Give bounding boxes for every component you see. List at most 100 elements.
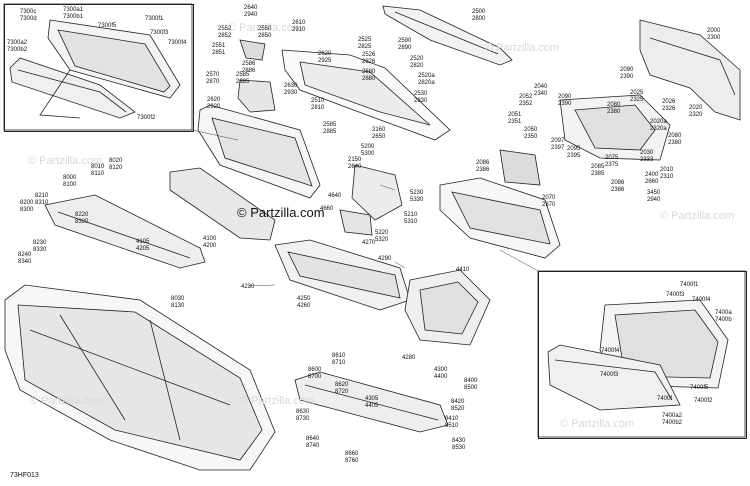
inset-frame-bottom-right — [538, 271, 747, 439]
callout-3450: 3450 2940 — [647, 190, 661, 203]
fender-2000 — [639, 19, 741, 121]
callout-8240: 8240 8340 — [18, 252, 32, 265]
callout-8400: 8400 8500 — [464, 378, 478, 391]
door-panel-2010 — [439, 177, 561, 259]
callout-8640: 8640 8740 — [306, 436, 320, 449]
watermark-faint: © Partzilla.com — [28, 155, 103, 167]
callout-5220: 5220 5320 — [375, 230, 389, 243]
callout-4660: 4660 — [320, 206, 334, 212]
callout-7400f3: 7400f3 — [666, 292, 685, 298]
callout-8420: 8420 8520 — [451, 399, 465, 412]
upper-door-frame — [237, 39, 451, 141]
watermark-faint: © Partzilla.com — [228, 22, 303, 34]
callout-2090: 2090 2390 — [620, 67, 634, 80]
callout-5200: 5200 5300 — [361, 144, 375, 157]
callout-8030: 8030 8130 — [171, 296, 185, 309]
callout-2026: 2026 2326 — [662, 99, 676, 112]
callout-2086b: 2086 2386 — [611, 180, 625, 193]
callout-7300f2: 7300f2 — [137, 115, 156, 121]
callout-2525: 2525 2825 — [358, 37, 372, 50]
callout-2010: 2010 2310 — [660, 167, 674, 180]
rail-8400 — [294, 371, 449, 433]
door-assembly-top-left — [9, 19, 181, 119]
callout-4305: 4305 4405 — [365, 396, 379, 409]
callout-8230: 8230 8330 — [33, 240, 47, 253]
watermark-faint: © Partzilla.com — [560, 418, 635, 430]
callout-8210: 8210 8310 — [35, 193, 49, 206]
callout-7300f4: 7300f4 — [168, 40, 187, 46]
callout-2550: 2550 2850 — [258, 26, 272, 39]
callout-2570: 2570 2870 — [206, 72, 220, 85]
callout-2050: 2050 2350 — [524, 127, 538, 140]
callout-2051: 2051 2351 — [508, 112, 522, 125]
rocker-panel-4100 — [169, 167, 276, 241]
callout-2080b: 2080 2380 — [668, 133, 682, 146]
callout-7400f4: 7400f4 — [692, 297, 711, 303]
callout-2590: 2590 2890 — [398, 38, 412, 51]
callout-2630: 2630 2930 — [284, 83, 298, 96]
callout-2586: 2586 2886 — [242, 61, 256, 74]
callout-7300f1: 7300f1 — [145, 16, 164, 22]
callout-2510: 2510 2810 — [311, 98, 325, 111]
callout-4100: 4100 4200 — [203, 236, 217, 249]
callout-2052: 2052 2352 — [519, 94, 533, 107]
watermark-main: © Partzilla.com — [237, 205, 325, 220]
callout-7400a: 7400a 7400b — [715, 310, 732, 323]
callout-7400f4b: 7400f4 — [601, 348, 620, 354]
callout-4250: 4250 4260 — [297, 296, 311, 309]
rail-8000 — [44, 194, 206, 269]
callout-2020: 2020 2320 — [689, 105, 703, 118]
callout-2552: 2552 2852 — [218, 26, 232, 39]
callout-8600: 8600 8700 — [308, 367, 322, 380]
callout-2075: 2075 2375 — [605, 155, 619, 168]
callout-7400f5: 7400f5 — [690, 385, 709, 391]
callout-2620b: 2620 2920 — [207, 97, 221, 110]
floor-pan-4250 — [274, 239, 411, 311]
callout-7300a1: 7300a1 7300b1 — [63, 7, 84, 20]
side-panel-2500 — [382, 5, 513, 66]
callout-4280: 4280 — [402, 355, 416, 361]
callout-2526: 2526 2826 — [362, 52, 376, 65]
diagram-code: 73HF013 — [10, 472, 39, 479]
inset-frame-top-left — [4, 4, 194, 132]
callout-7300f3: 7300f3 — [150, 30, 169, 36]
callout-8410: 8410 8510 — [445, 416, 459, 429]
watermark-faint: © Partzilla.com — [30, 395, 105, 407]
callout-2025: 2025 2325 — [630, 90, 644, 103]
callout-2585b: 2585 2885 — [323, 122, 337, 135]
callout-7400f: 7400f — [657, 396, 673, 402]
watermark-faint: © Partzilla.com — [485, 42, 560, 54]
door-panel-2620 — [197, 104, 321, 199]
callout-8610: 8610 8710 — [332, 353, 346, 366]
callout-7400f2: 7400f2 — [694, 398, 713, 404]
callout-2400: 2400 2660 — [645, 172, 659, 185]
callout-8430: 8430 8530 — [452, 438, 466, 451]
dash-assembly-2030 — [499, 94, 671, 186]
callout-2530: 2530 2830 — [414, 91, 428, 104]
callout-2085: 2085 2385 — [591, 164, 605, 177]
callout-8660: 8660 8760 — [345, 451, 359, 464]
callout-5210: 5210 5310 — [404, 212, 418, 225]
callout-2680: 2680 2880 — [362, 69, 376, 82]
callout-8000: 8000 8100 — [63, 175, 77, 188]
callout-2020a: 2020a 2320a — [650, 119, 667, 132]
callout-4300: 4300 4400 — [434, 367, 448, 380]
callout-8200: 8200 8300 — [20, 200, 34, 213]
callout-2551: 2551 2851 — [212, 43, 226, 56]
callout-7300c: 7300c 7300d — [20, 9, 37, 22]
callout-7300f5: 7300f5 — [98, 23, 117, 29]
callout-2040: 2040 2340 — [534, 84, 548, 97]
door-assembly-bottom-right — [547, 299, 729, 411]
callout-4290: 4290 — [378, 256, 392, 262]
callout-7400a2: 7400a2 7400b2 — [662, 413, 683, 426]
callout-2520: 2520 2820 — [410, 56, 424, 69]
callout-4270: 4270 — [362, 240, 376, 246]
callout-8220: 8220 8320 — [75, 212, 89, 225]
callout-7400f1: 7400f1 — [680, 282, 699, 288]
callout-2097: 2097 2397 — [551, 138, 565, 151]
callout-4640: 4640 — [328, 193, 342, 199]
callout-2610: 2610 2910 — [292, 20, 306, 33]
watermark-faint: © Partzilla.com — [660, 210, 735, 222]
skid-plate-4300 — [404, 269, 491, 346]
